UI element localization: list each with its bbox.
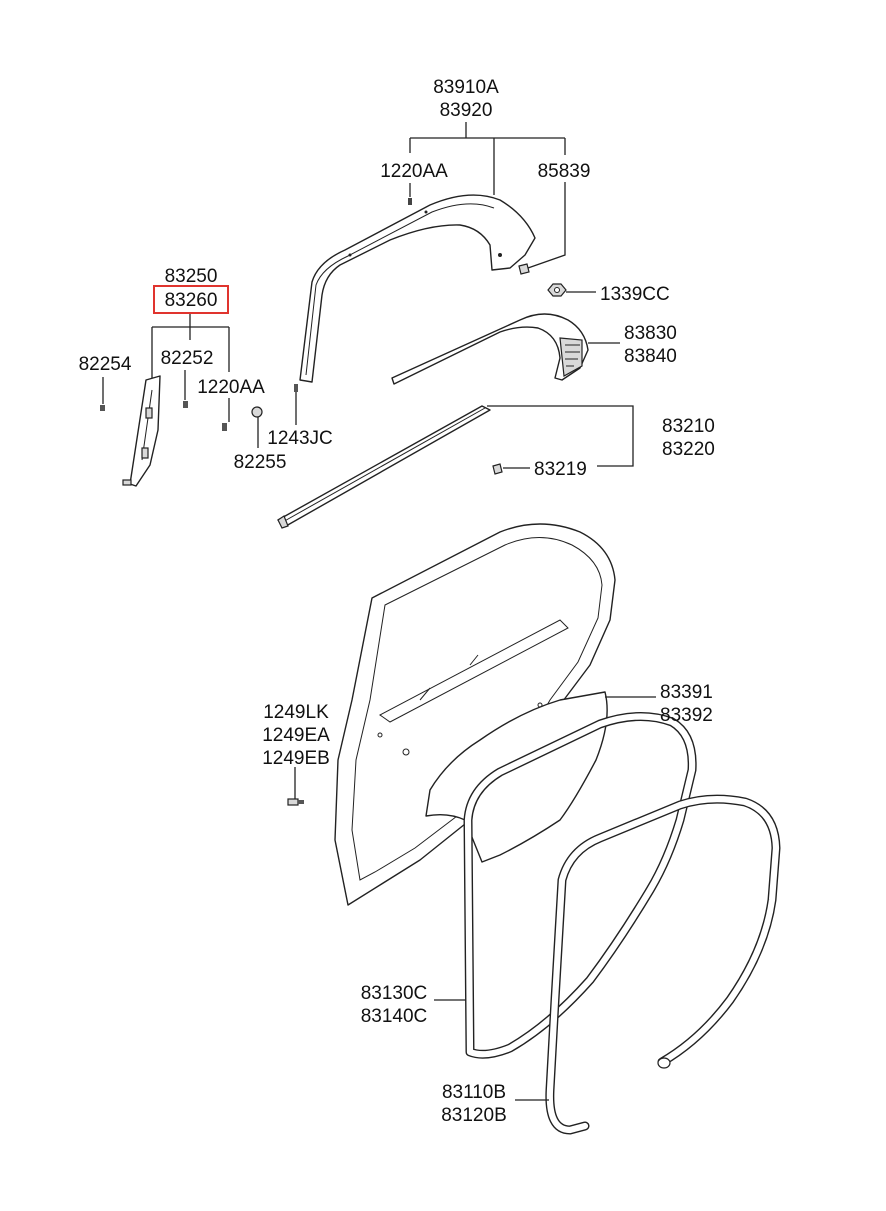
screw-1220AA-left[interactable] bbox=[222, 423, 227, 431]
label-82254[interactable]: 82254 bbox=[79, 354, 132, 375]
label-82252[interactable]: 82252 bbox=[161, 348, 214, 369]
label-83130C[interactable]: 83130C bbox=[361, 983, 428, 1004]
body-weatherstrip-part[interactable] bbox=[545, 794, 781, 1135]
label-1220AA-left[interactable]: 1220AA bbox=[197, 377, 265, 398]
label-82255[interactable]: 82255 bbox=[234, 452, 287, 473]
door-weatherstrip-part[interactable] bbox=[463, 711, 697, 1059]
label-85839[interactable]: 85839 bbox=[538, 161, 591, 182]
label-83219[interactable]: 83219 bbox=[534, 459, 587, 480]
label-83220[interactable]: 83220 bbox=[662, 439, 715, 460]
clip-82252[interactable] bbox=[183, 401, 188, 408]
label-83140C[interactable]: 83140C bbox=[361, 1006, 428, 1027]
bolt-1249[interactable] bbox=[287, 798, 304, 806]
label-83260[interactable]: 83260 bbox=[165, 290, 218, 311]
part-labels: 83910A 83920 1220AA 85839 1339CC 83250 8… bbox=[79, 77, 715, 1126]
clip-83219[interactable] bbox=[492, 463, 503, 475]
label-1249EA[interactable]: 1249EA bbox=[262, 725, 330, 746]
label-83120B[interactable]: 83120B bbox=[441, 1105, 507, 1126]
nut-1339CC[interactable] bbox=[547, 283, 567, 297]
label-1220AA-top[interactable]: 1220AA bbox=[380, 161, 448, 182]
label-83110B[interactable]: 83110B bbox=[442, 1082, 506, 1103]
door-panel-part[interactable] bbox=[334, 523, 616, 906]
highlight-box bbox=[153, 285, 229, 314]
label-83910A[interactable]: 83910A bbox=[433, 77, 499, 98]
fastener-85839[interactable] bbox=[518, 263, 530, 275]
delta-molding-part[interactable] bbox=[391, 313, 589, 385]
label-83250[interactable]: 83250 bbox=[165, 266, 218, 287]
leader-lines bbox=[102, 122, 656, 1101]
label-83920[interactable]: 83920 bbox=[440, 100, 493, 121]
label-83840[interactable]: 83840 bbox=[624, 346, 677, 367]
label-83210[interactable]: 83210 bbox=[662, 416, 715, 437]
clip-1220AA-top[interactable] bbox=[408, 198, 412, 205]
pillar-trim-part[interactable] bbox=[122, 375, 161, 487]
label-83391[interactable]: 83391 bbox=[660, 682, 713, 703]
screw-1243JC[interactable] bbox=[294, 384, 298, 392]
label-1339CC[interactable]: 1339CC bbox=[600, 284, 670, 305]
label-1249EB[interactable]: 1249EB bbox=[262, 748, 330, 769]
clip-82254[interactable] bbox=[100, 405, 105, 411]
grommet-82255[interactable] bbox=[251, 406, 263, 418]
frame-trim-part[interactable] bbox=[299, 194, 536, 383]
label-1249LK[interactable]: 1249LK bbox=[263, 702, 329, 723]
label-83392[interactable]: 83392 bbox=[660, 705, 713, 726]
belt-weatherstrip-part[interactable] bbox=[277, 405, 491, 529]
label-1243JC[interactable]: 1243JC bbox=[267, 428, 333, 449]
label-83830[interactable]: 83830 bbox=[624, 323, 677, 344]
